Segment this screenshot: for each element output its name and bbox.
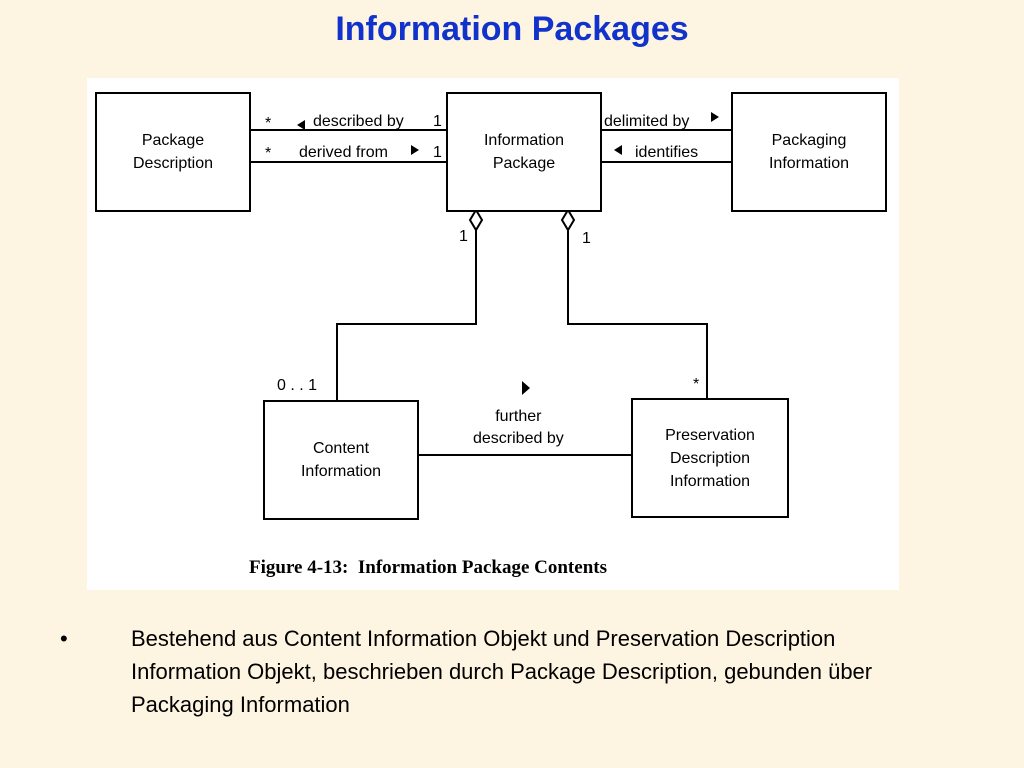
content-information-box: Content Information xyxy=(263,400,419,520)
content-information-aggregation-line xyxy=(336,230,477,400)
multiplicity-content-aggregation: 1 xyxy=(459,228,468,245)
slide-title: Information Packages xyxy=(335,10,689,48)
further-described-by-arrow-icon xyxy=(522,381,530,395)
preservation-description-information-label: Preservation Description Information xyxy=(665,426,755,490)
identifies-label: identifies xyxy=(635,144,699,161)
derived-from-label: derived from xyxy=(299,144,388,161)
aggregation-diamond-icon xyxy=(560,208,576,232)
bullet-text: Bestehend aus Content Information Objekt… xyxy=(131,626,873,717)
derived-from-arrow-icon xyxy=(411,145,419,155)
multiplicity-derived-from-right: 1 xyxy=(433,144,442,161)
described-by-arrow-icon xyxy=(297,120,305,130)
information-package-label: Information Package xyxy=(483,132,565,172)
delimited-by-label: delimited by xyxy=(604,113,690,130)
uml-diagram: Package Description Information Package … xyxy=(87,78,899,590)
multiplicity-described-by-right: 1 xyxy=(433,113,442,130)
described-by-label: described by xyxy=(313,113,404,130)
packaging-information-label: Packaging Information xyxy=(768,132,850,172)
identifies-arrow-icon xyxy=(614,145,622,155)
packaging-information-box: Packaging Information xyxy=(731,92,887,212)
multiplicity-pdi-end: * xyxy=(693,376,700,393)
further-described-by-label: further described by xyxy=(473,408,564,447)
pdi-aggregation-line xyxy=(567,230,708,398)
package-description-label: Package Description xyxy=(132,132,214,172)
multiplicity-derived-from-left: * xyxy=(265,145,272,162)
diagram-connectors xyxy=(251,112,732,456)
content-information-label: Content Information xyxy=(300,440,382,480)
information-package-box: Information Package xyxy=(446,92,602,212)
multiplicity-pdi-aggregation: 1 xyxy=(582,230,591,247)
package-description-box: Package Description xyxy=(95,92,251,212)
aggregation-diamond-icon xyxy=(468,208,484,232)
multiplicity-described-by-left: * xyxy=(265,115,272,132)
figure-caption: Figure 4-13: Information Package Content… xyxy=(249,557,607,578)
multiplicity-content-end: 0 . . 1 xyxy=(277,377,318,394)
delimited-by-arrow-icon xyxy=(711,112,719,122)
bullet-symbol: • xyxy=(60,626,68,651)
preservation-description-information-box: Preservation Description Information xyxy=(631,398,789,518)
